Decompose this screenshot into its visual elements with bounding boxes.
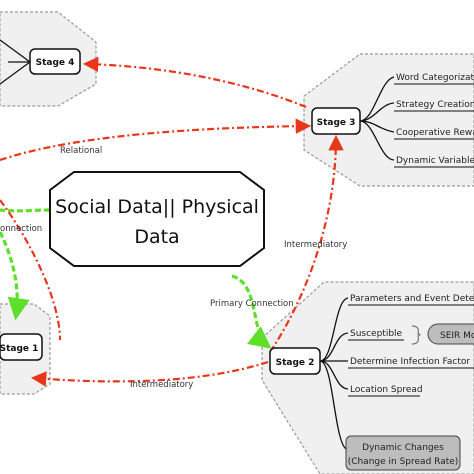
stage2-item-location[interactable]: Location Spread [350, 385, 423, 395]
stage1-label: Stage 1 [0, 344, 38, 354]
stage3-item[interactable]: Dynamic Variable [396, 156, 474, 166]
stage3-item[interactable]: Word Categorizat [396, 73, 474, 83]
edge-intermediatory-bottom [30, 360, 269, 387]
stage2-label: Stage 2 [276, 358, 315, 368]
stage2-items: Parameters and Event Deter Susceptible S… [345, 294, 474, 471]
central-node-line2: Data [134, 226, 179, 248]
edge-green-top [0, 208, 51, 213]
seir-pill[interactable] [427, 323, 474, 345]
edge-stage3-to-stage4 [82, 56, 307, 109]
brace-connector [411, 325, 421, 345]
stage4-node[interactable] [29, 48, 81, 75]
stage3-item[interactable]: Strategy Creation [396, 100, 474, 110]
stage3-label: Stage 3 [317, 118, 356, 128]
seir-label: SEIR Mo [440, 331, 474, 341]
stage4-label: Stage 4 [36, 58, 75, 68]
edge-relational [0, 118, 312, 162]
edge-primary-connection [231, 274, 272, 349]
dynamic-changes-line2: (Change in Spread Rate) [348, 457, 459, 467]
stage3-panel [303, 53, 474, 187]
stage2-panel [261, 281, 474, 474]
central-node-line1: Social Data|| Physical [55, 196, 259, 218]
edge-label-relational: Relational [60, 146, 102, 156]
dynamic-changes-box[interactable] [345, 435, 461, 471]
edge-label-primary-connection: Primary Connection [210, 299, 294, 309]
dynamic-changes-line1: Dynamic Changes [362, 443, 444, 453]
central-node[interactable] [49, 171, 265, 267]
stage3-item[interactable]: Cooperative Rewa [396, 128, 474, 138]
stage4-branch-lines [0, 39, 31, 85]
stage2-branch-lines [319, 297, 349, 451]
stage2-item-susceptible[interactable]: Susceptible [350, 329, 403, 339]
edge-label-connection: onnection [0, 224, 42, 234]
edge-green-left [0, 231, 30, 321]
edge-intermediatory-right [269, 134, 344, 353]
stage3-branch-lines [359, 76, 395, 161]
edge-label-intermediatory-right: Intermediatory [284, 240, 347, 250]
stage3-items: Word Categorizat Strategy Creation Coope… [394, 73, 474, 168]
edge-left-curve [0, 199, 62, 341]
stage2-item-infection[interactable]: Determine Infection Factor [350, 357, 470, 367]
stage1-node[interactable] [0, 333, 43, 361]
stage2-item-parameters[interactable]: Parameters and Event Deter [350, 294, 474, 304]
edge-label-intermediatory-bottom: Intermediatory [130, 380, 193, 390]
